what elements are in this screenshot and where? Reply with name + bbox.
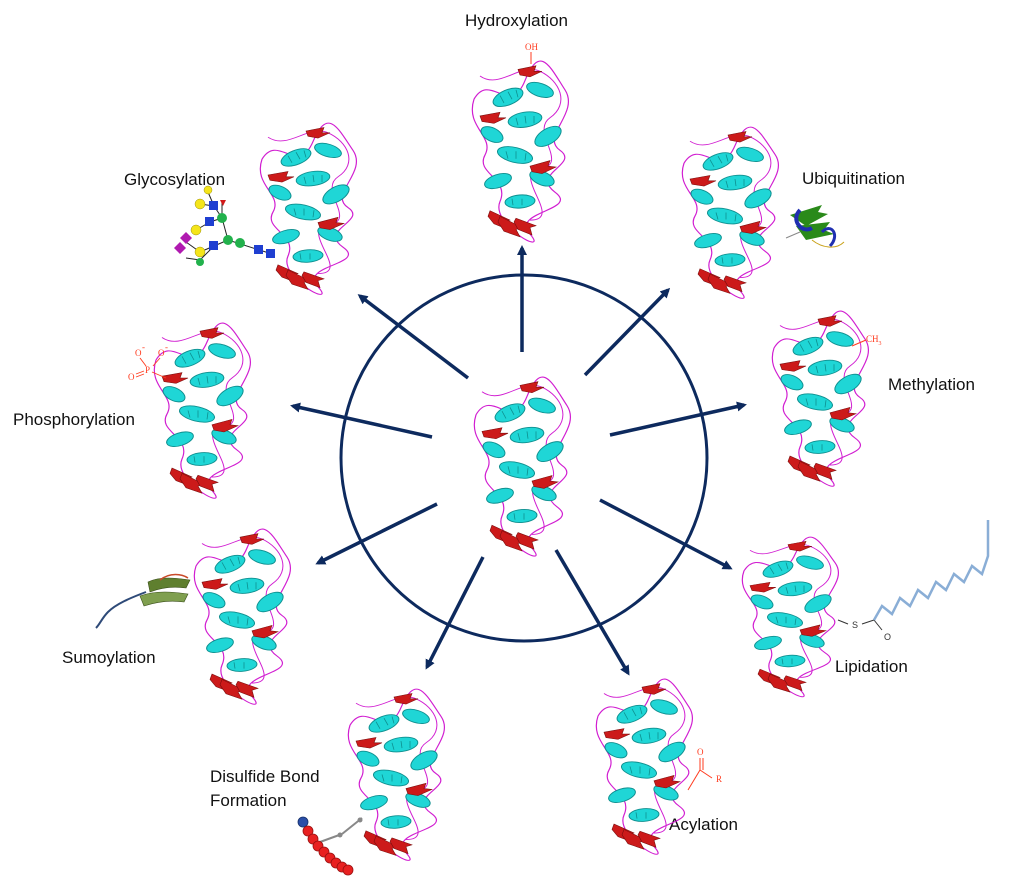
phosphate-group: O - O - P O [128,342,168,382]
label-acylation: Acylation [669,815,738,834]
protein-sumoylation [193,528,292,705]
node-methylation: Methylation CH3 [771,310,975,487]
ubiquitin-icon [785,205,845,248]
node-lipidation: Lipidation S O [741,520,990,698]
label-disulfide-line2: Formation [210,791,287,810]
svg-text:-: - [165,342,168,352]
svg-text:-: - [142,342,145,352]
protein-glycosylation [259,122,358,295]
label-glycosylation: Glycosylation [124,170,225,189]
ch3-bond [851,339,867,347]
lipid-sulfur: S [852,620,858,630]
bead-chain [297,816,354,876]
arrow-lipidation [599,498,733,570]
label-ubiquitination: Ubiquitination [802,169,905,188]
node-hydroxylation: Hydroxylation OH [465,11,570,243]
ch3-group: CH3 [866,334,882,347]
label-disulfide-line1: Disulfide Bond [210,767,320,786]
acyl-r: R [716,774,722,784]
center-protein [473,376,572,557]
svg-text:O: O [128,372,135,382]
lipid-chain: S O [837,520,990,642]
protein-phosphorylation [153,322,252,499]
arrow-ubiquitination [583,287,671,377]
arrow-sumoylation [315,502,438,565]
protein-ubiquitination [681,126,780,299]
arrow-acylation [554,549,630,676]
protein-disulfide [347,688,446,861]
acyl-group [687,758,713,791]
arrow-glycosylation [357,294,470,380]
label-phosphorylation: Phosphorylation [13,410,135,429]
disulfide-bridge [319,817,363,843]
arrow-methylation [609,401,747,437]
center-circle [339,273,709,643]
svg-text:O: O [158,348,165,358]
arrow-phosphorylation [290,402,433,439]
svg-text:P: P [145,365,150,375]
label-hydroxylation: Hydroxylation [465,11,568,30]
label-methylation: Methylation [888,375,975,394]
arrows [290,245,747,676]
node-disulfide: Disulfide Bond Formation [210,688,446,876]
node-glycosylation: Glycosylation [124,122,358,295]
acyl-oxygen: O [697,747,704,757]
node-sumoylation: Sumoylation [62,528,292,705]
protein-methylation [771,310,870,487]
oh-group: OH [525,42,538,52]
protein-hydroxylation [471,60,570,243]
arrow-disulfide [425,556,485,670]
node-ubiquitination: Ubiquitination [681,126,905,299]
node-acylation: Acylation O R [595,678,738,855]
sumo-icon [95,573,191,629]
label-sumoylation: Sumoylation [62,648,156,667]
glycan-tree [174,185,275,266]
node-phosphorylation: Phosphorylation O - O - P O [13,322,252,499]
label-lipidation: Lipidation [835,657,908,676]
lipid-oxygen: O [884,632,891,642]
protein-lipidation [741,536,840,698]
svg-text:O: O [135,348,142,358]
